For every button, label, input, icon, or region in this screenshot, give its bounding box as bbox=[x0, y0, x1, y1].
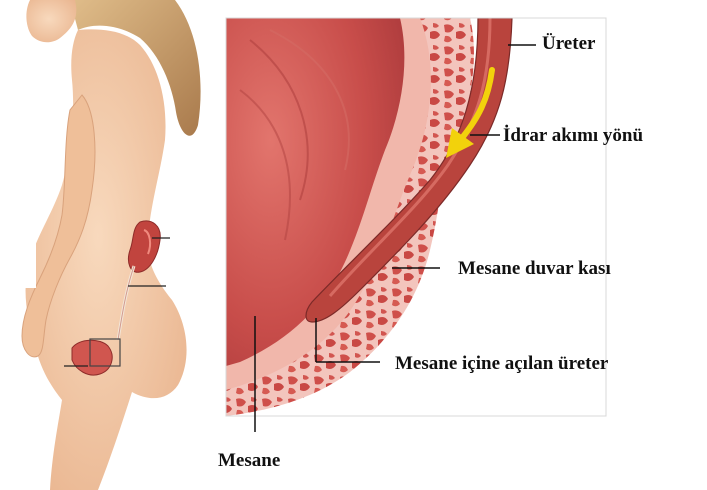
child-figure bbox=[0, 0, 201, 490]
label-bladder: Mesane bbox=[218, 451, 280, 470]
label-bladder-wall-muscle: Mesane duvar kası bbox=[458, 259, 611, 278]
label-ureter-opening: Mesane içine açılan üreter bbox=[395, 354, 608, 373]
label-ureter: Üreter bbox=[542, 34, 595, 53]
label-urine-flow-direction: İdrar akımı yönü bbox=[503, 126, 643, 145]
face bbox=[26, 0, 76, 42]
